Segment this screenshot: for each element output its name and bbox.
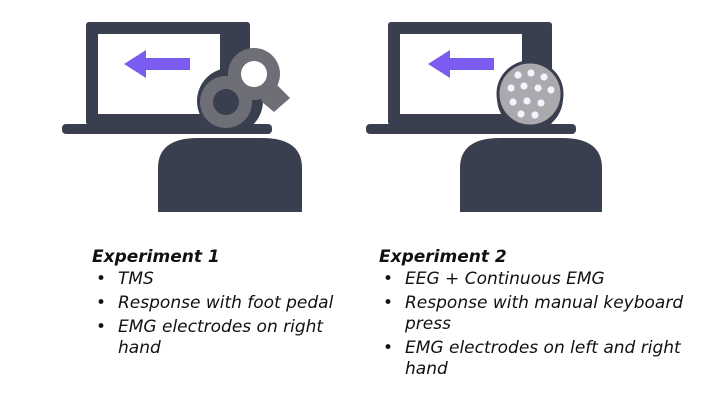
list-item: • EMG electrodes on left and right hand	[379, 338, 709, 380]
list-item-text: EMG electrodes on right hand	[118, 317, 324, 358]
list-item: • Response with foot pedal	[92, 293, 342, 314]
list-item-text: EEG + Continuous EMG	[405, 269, 605, 289]
list-item-text: Response with manual keyboard press	[405, 293, 684, 334]
bullet-icon: •	[383, 293, 394, 313]
person-body-icon	[460, 138, 602, 212]
person-body-icon	[158, 138, 302, 212]
left-arrow-icon	[428, 50, 494, 78]
experiment-2-list: • EEG + Continuous EMG • Response with m…	[379, 269, 709, 380]
list-item-text: Response with foot pedal	[118, 293, 334, 313]
experiment-1-description: Experiment 1 • TMS • Response with foot …	[92, 247, 342, 362]
bullet-icon: •	[383, 269, 394, 289]
bullet-icon: •	[383, 338, 394, 358]
bullet-icon: •	[96, 269, 107, 289]
list-item: • Response with manual keyboard press	[379, 293, 709, 335]
experiment-1-heading: Experiment 1	[92, 247, 220, 267]
list-item-text: TMS	[118, 269, 154, 289]
list-item: • EMG electrodes on right hand	[92, 317, 342, 359]
eeg-cap-icon	[496, 60, 564, 128]
experiment-1-list: • TMS • Response with foot pedal • EMG e…	[92, 269, 342, 359]
experiment-2-heading: Experiment 2	[379, 247, 507, 267]
tms-coil-icon	[200, 48, 290, 128]
list-item-text: EMG electrodes on left and right hand	[405, 338, 681, 379]
bullet-icon: •	[96, 317, 107, 337]
left-arrow-icon	[124, 50, 190, 78]
setup-experiment-1	[62, 22, 302, 212]
bullet-icon: •	[96, 293, 107, 313]
list-item: • EEG + Continuous EMG	[379, 269, 709, 290]
list-item: • TMS	[92, 269, 342, 290]
setup-experiment-2	[366, 22, 602, 212]
experiment-2-description: Experiment 2 • EEG + Continuous EMG • Re…	[379, 247, 709, 383]
